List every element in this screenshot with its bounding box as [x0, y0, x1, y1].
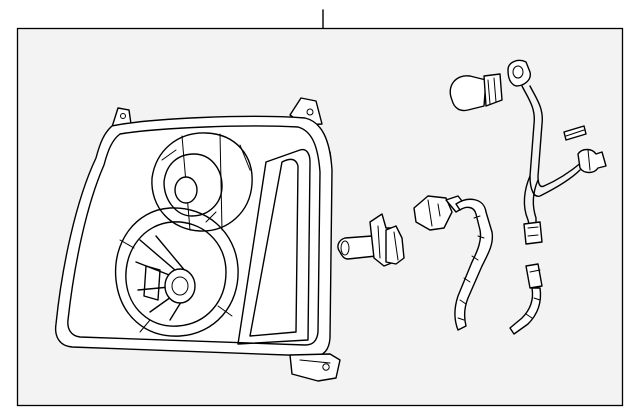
- side-marker-socket[interactable]: [577, 148, 607, 174]
- headlamp-wiring-harness[interactable]: [454, 198, 494, 331]
- connector-plug[interactable]: [523, 221, 543, 245]
- headlamp-assembly[interactable]: [54, 97, 341, 382]
- pigtail-connector[interactable]: [509, 263, 543, 335]
- harness-clip[interactable]: [563, 125, 587, 141]
- headlamp-bulb[interactable]: [337, 213, 405, 267]
- turn-signal-bulb[interactable]: [449, 73, 503, 112]
- turn-signal-socket[interactable]: [507, 59, 583, 229]
